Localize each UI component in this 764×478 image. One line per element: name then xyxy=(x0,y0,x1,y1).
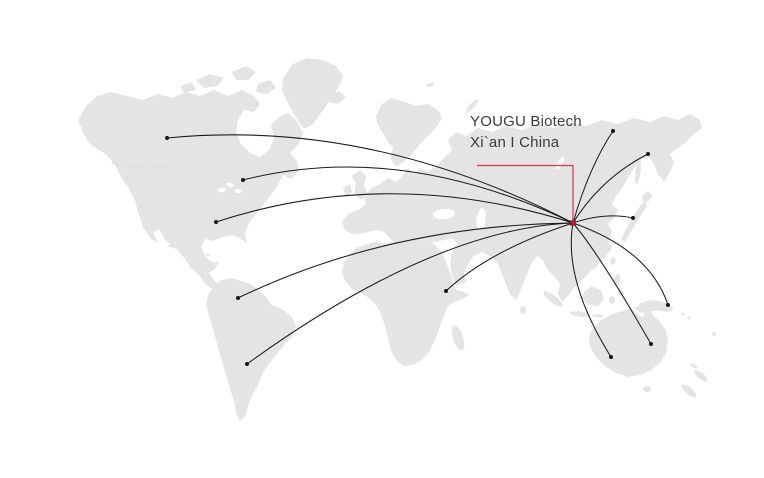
landmass-sumatra xyxy=(543,291,563,307)
landmass-puerto-rico xyxy=(206,253,210,257)
route-line-southern-south-america xyxy=(246,222,574,365)
destination-dot-japan xyxy=(631,216,635,220)
great-lake-3 xyxy=(234,189,242,193)
landmass-hainan xyxy=(591,263,597,269)
landmass-greenland xyxy=(282,58,343,129)
continents-layer xyxy=(78,58,716,421)
route-line-western-australia xyxy=(570,222,612,358)
landmass-novaya-zemlya xyxy=(465,99,479,113)
destination-dot-northern-south-america xyxy=(236,296,240,300)
landmass-new-guinea xyxy=(635,300,674,313)
destination-dot-northeast-canada xyxy=(241,178,245,182)
landmass-taiwan xyxy=(610,257,616,265)
landmass-north-america xyxy=(78,90,303,290)
landmass-eurasia xyxy=(342,114,702,302)
great-lake-2 xyxy=(226,182,234,188)
aleutian-island-chain xyxy=(111,160,197,169)
origin-marker xyxy=(570,220,576,226)
destination-dot-southern-south-america xyxy=(245,362,249,366)
destination-dot-northern-siberia xyxy=(611,129,615,133)
route-line-new-guinea xyxy=(572,222,669,306)
landmass-sri-lanka xyxy=(520,306,526,314)
route-line-japan xyxy=(572,215,634,224)
landmass-new-caledonia xyxy=(690,363,698,369)
route-line-eastern-australia xyxy=(572,222,652,345)
landmass-madagascar xyxy=(451,325,465,351)
landmass-australia xyxy=(589,306,668,377)
landmass-arctic-islands xyxy=(180,66,276,94)
landmass-philippines-north xyxy=(613,274,621,286)
caspian-sea xyxy=(476,208,486,230)
landmass-british-isles-iceland xyxy=(329,91,368,200)
landmass-solomon-2 xyxy=(687,316,691,320)
landmass-sakhalin xyxy=(635,160,641,184)
route-line-eastern-usa xyxy=(215,193,574,224)
destination-dot-eastern-usa xyxy=(214,220,218,224)
route-line-northeast-canada xyxy=(242,166,574,224)
company-name-label: YOUGU Biotech xyxy=(470,113,582,130)
landmass-new-zealand-north xyxy=(694,370,708,382)
route-line-northwest-north-america xyxy=(166,134,574,224)
destination-dot-russia-far-east xyxy=(646,152,650,156)
destination-dot-western-australia xyxy=(609,355,613,359)
destination-dot-east-africa xyxy=(444,289,448,293)
black-sea xyxy=(433,208,455,220)
great-lake-1 xyxy=(218,187,226,193)
landmass-africa xyxy=(342,240,470,366)
route-line-northern-south-america xyxy=(237,222,574,299)
landmass-japan xyxy=(621,191,653,242)
route-line-east-africa xyxy=(445,222,574,292)
landmass-south-america xyxy=(206,278,296,421)
label-layer xyxy=(477,164,576,226)
destination-dot-eastern-australia xyxy=(649,342,653,346)
landmass-cuba xyxy=(168,244,188,250)
landmass-sulawesi xyxy=(609,296,615,304)
destination-dot-new-guinea xyxy=(666,303,670,307)
landmass-java xyxy=(570,311,590,317)
landmass-svalbard xyxy=(426,82,434,88)
label-leader-line xyxy=(477,164,574,220)
landmass-borneo xyxy=(582,286,604,306)
landmass-tasmania xyxy=(643,386,651,392)
company-location-label: Xi`an I China xyxy=(470,134,560,151)
landmass-lesser-sunda xyxy=(592,314,604,318)
landmass-scandinavia xyxy=(376,98,442,166)
destination-dot-northwest-north-america xyxy=(165,136,169,140)
landmass-hispaniola xyxy=(192,249,202,255)
landmass-solomon-1 xyxy=(681,312,685,316)
route-line-russia-far-east xyxy=(572,153,649,224)
landmass-fiji xyxy=(712,332,716,336)
route-line-northern-siberia xyxy=(572,130,614,224)
landmass-new-zealand-south xyxy=(681,384,697,398)
routes-layer xyxy=(165,129,670,366)
